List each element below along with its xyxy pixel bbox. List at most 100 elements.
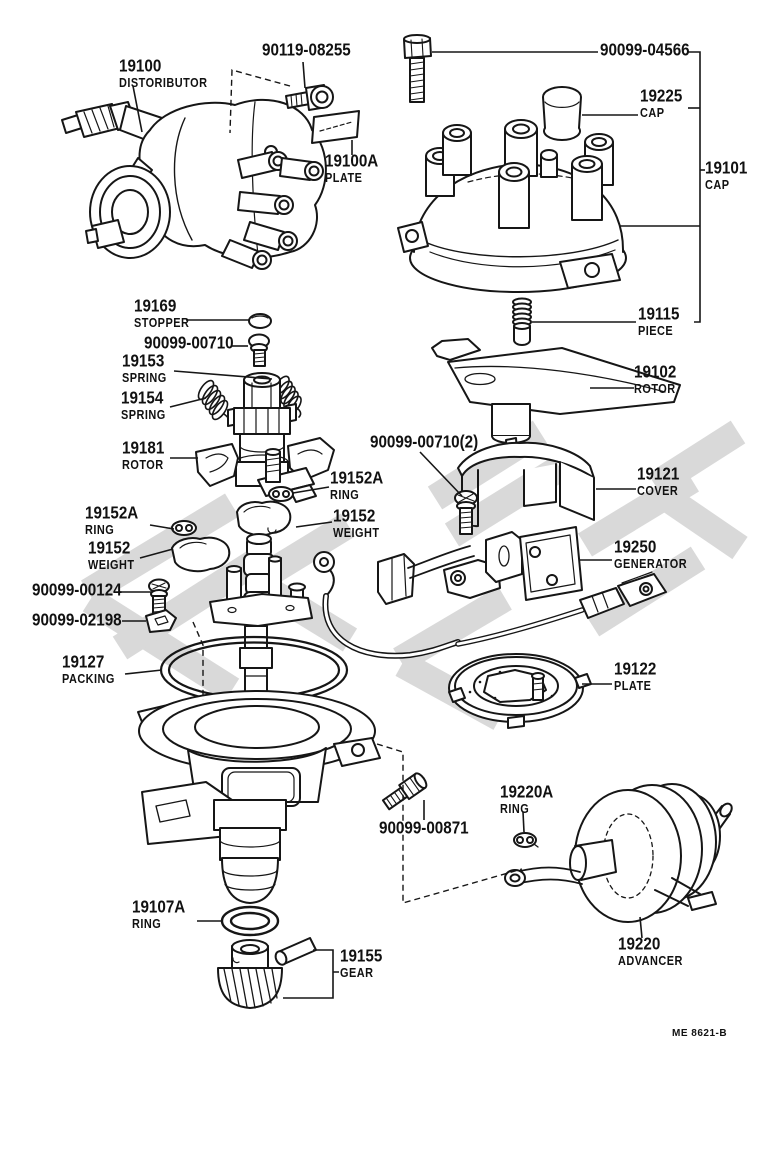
stopper-19169-drawing (248, 313, 272, 329)
weight-19152-right-drawing (236, 500, 292, 537)
spring-19154-drawing (197, 379, 231, 425)
part-number: 19122 (614, 659, 657, 679)
part-desc: RING (330, 489, 360, 503)
oring-19107a-drawing (220, 905, 280, 937)
part-number: 90099-02198 (32, 610, 122, 630)
label-90099-00710-2: 90099-00710(2) (370, 432, 479, 452)
part-desc: SPRING (121, 409, 166, 423)
cap-19225-drawing (542, 86, 582, 141)
part-number: 90099-04566 (600, 40, 690, 60)
part-number: 19121 (637, 464, 680, 484)
part-number: 19115 (638, 304, 680, 324)
label-90099-02198: 90099-02198 (32, 610, 122, 630)
part-number: 90099-00124 (32, 580, 122, 600)
part-desc: STOPPER (134, 317, 190, 331)
part-number: 19101 (705, 158, 748, 178)
part-number: 90099-00710 (144, 333, 234, 353)
part-number: 19155 (340, 946, 383, 966)
part-number: 19107A (132, 897, 186, 917)
part-number: 19100 (119, 56, 162, 76)
part-desc: WEIGHT (333, 527, 380, 541)
advancer-19220-drawing (504, 783, 733, 923)
piece-19115-drawing (512, 297, 532, 346)
part-desc: GENERATOR (614, 558, 688, 572)
part-number: 19152A (330, 468, 384, 488)
label-90099-00710: 90099-00710 (144, 333, 234, 353)
part-number: 19220 (618, 934, 661, 954)
part-desc: SPRING (122, 372, 167, 386)
part-number: 19127 (62, 652, 105, 672)
part-desc: RING (500, 803, 530, 817)
part-desc: GEAR (340, 967, 374, 981)
housing-drawing (137, 690, 381, 904)
part-desc: WEIGHT (88, 559, 135, 573)
rotor-19102-drawing (431, 338, 681, 444)
part-number: 90099-00871 (379, 818, 469, 838)
bolt-90099-04566-drawing (403, 34, 432, 103)
bolt-90099-00871-drawing (381, 772, 428, 811)
plate-19100a-drawing (311, 110, 360, 144)
clip-19220a-drawing (513, 832, 539, 848)
page-code: ME 8621-B (672, 1028, 728, 1039)
part-number: 19100A (325, 151, 379, 171)
distributor-19100-drawing (61, 98, 327, 270)
plate-90099-02198-drawing (145, 609, 177, 633)
part-number: 90119-08255 (262, 40, 351, 60)
part-number: 19250 (614, 537, 657, 557)
part-desc: RING (132, 918, 162, 932)
part-desc: PLATE (325, 172, 363, 186)
label-90099-00124: 90099-00124 (32, 580, 122, 600)
weight-19152-left-drawing (171, 536, 231, 573)
part-desc: PLATE (614, 680, 652, 694)
part-number: 19152 (333, 506, 376, 526)
part-number: 19181 (122, 438, 165, 458)
gear-19155-drawing (217, 937, 317, 1009)
cover-19121-drawing (457, 437, 595, 528)
part-desc: PACKING (62, 673, 115, 687)
part-number: 19152A (85, 503, 139, 523)
generator-19250-drawing (313, 526, 667, 659)
ring-19152a-left-drawing (171, 520, 197, 536)
part-desc: RING (85, 524, 115, 538)
plate-19122-drawing (448, 653, 592, 729)
cap-19101-drawing (397, 119, 627, 293)
part-number: 19220A (500, 782, 554, 802)
part-number: 19225 (640, 86, 683, 106)
leader-lines (120, 51, 705, 999)
spindle-drawing (209, 533, 313, 811)
bolt-90099-00710-drawing (248, 333, 270, 367)
part-desc: COVER (637, 485, 679, 499)
part-desc: CAP (640, 107, 665, 121)
label-90119-08255: 90119-08255 (262, 40, 351, 60)
part-desc: DISTORIBUTOR (119, 77, 208, 91)
part-desc: CAP (705, 179, 730, 193)
bolt-90119-08255-drawing (285, 84, 334, 111)
part-number: 19152 (88, 538, 131, 558)
part-desc: ROTOR (634, 383, 676, 397)
part-number: 19154 (121, 388, 164, 408)
part-desc: PIECE (638, 325, 674, 339)
part-number: 90099-00710(2) (370, 432, 479, 452)
dashed-guides (192, 69, 523, 904)
